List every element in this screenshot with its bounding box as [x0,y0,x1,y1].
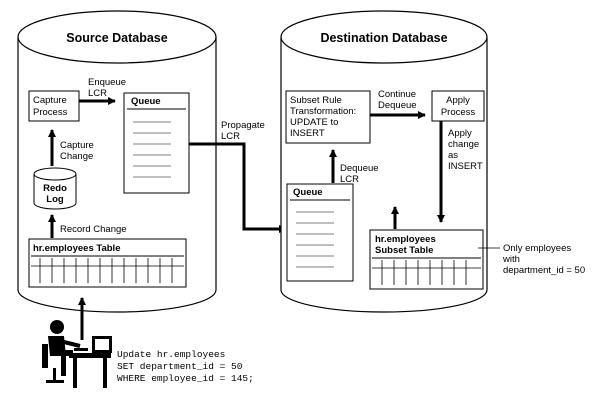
destination-queue [286,183,354,282]
subset-rule-line1: Subset Rule [290,95,342,106]
enqueue-label-line2: LCR [88,88,107,99]
user-at-computer-icon [42,320,112,388]
sql-line2: SET department_id = 50 [117,361,243,372]
redo-log-line1: Redo [43,183,67,194]
source-table-title: hr.employees Table [33,243,120,254]
destination-database-title: Destination Database [320,31,447,45]
sql-line1: Update hr.employees [117,349,225,360]
apply-change-line1: Apply [448,128,472,139]
redo-log-line2: Log [46,194,64,205]
propagate-label-line2: LCR [221,131,240,142]
capture-process-line1: Capture [33,95,67,106]
destination-queue-title: Queue [293,187,323,198]
apply-process-line2: Process [441,107,476,118]
source-queue [123,92,190,194]
subset-rule-box [285,90,371,144]
callout-line3: department_id = 50 [503,265,585,276]
subset-table-title-line1: hr.employees [375,234,436,245]
apply-change-line4: INSERT [448,161,483,172]
apply-process-box [431,90,485,122]
propagate-arrow [189,142,287,233]
redo-log-cylinder [33,167,77,210]
subset-rule-line3: UPDATE to [290,117,338,128]
apply-change-line2: change [448,139,479,150]
record-change-label: Record Change [60,224,127,235]
callout-line2: with [502,254,520,265]
dequeue-label-line2: LCR [340,174,359,185]
enqueue-label-line1: Enqueue [88,77,126,88]
callout-line1: Only employees [503,243,571,254]
dequeue-label-line1: Dequeue [340,163,379,174]
subset-rule-line4: INSERT [290,128,325,139]
source-database-title: Source Database [66,31,167,45]
destination-subset-table [369,229,484,290]
continue-dequeue-line1: Continue [378,89,416,100]
source-employees-table [28,238,187,288]
capture-process-box [28,90,80,122]
apply-change-line3: as [448,150,458,161]
apply-process-line1: Apply [446,95,470,106]
source-queue-title: Queue [131,96,161,107]
capture-change-line2: Change [60,151,93,162]
continue-dequeue-line2: Dequeue [378,100,417,111]
propagate-label-line1: Propagate [221,120,265,131]
subset-rule-line2: Transformation: [290,106,356,117]
capture-change-line1: Capture [60,140,94,151]
subset-table-title-line2: Subset Table [375,245,433,256]
capture-process-line2: Process [33,107,68,118]
sql-line3: WHERE employee_id = 145; [117,373,254,384]
